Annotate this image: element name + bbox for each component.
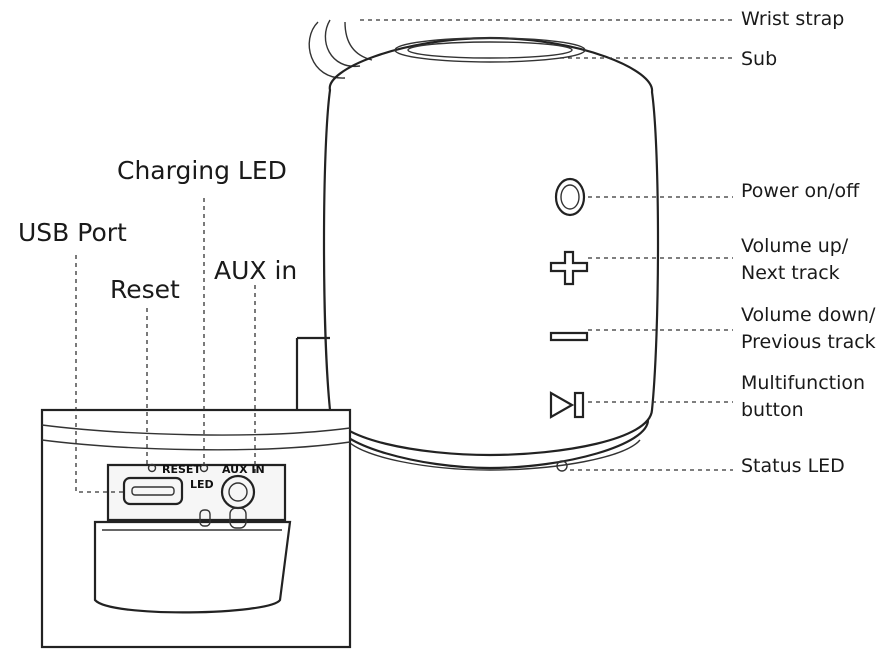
label-volume-down-line1: Volume down/ <box>741 304 876 326</box>
status-led-drawing <box>556 460 568 472</box>
reset-marking: RESET <box>162 463 201 476</box>
inset-port-panel: RESET LED AUX IN <box>40 408 352 649</box>
label-volume-up-line2: Next track <box>741 262 840 284</box>
label-wrist-strap: Wrist strap <box>741 8 845 30</box>
label-reset: Reset <box>110 275 180 304</box>
wrist-strap-drawing <box>308 19 373 79</box>
label-charging-led: Charging LED <box>117 156 287 185</box>
label-multifunction-line2: button <box>741 399 804 421</box>
led-marking: LED <box>190 478 214 491</box>
volume-down-button-drawing <box>549 331 589 342</box>
power-button-drawing <box>554 177 586 217</box>
label-sub: Sub <box>741 48 778 70</box>
volume-up-button-drawing <box>549 250 589 286</box>
label-usb-port: USB Port <box>18 218 127 247</box>
label-multifunction-line1: Multifunction <box>741 372 866 394</box>
aux-marking: AUX IN <box>222 463 265 476</box>
speaker-body-drawing <box>295 36 660 471</box>
label-power: Power on/off <box>741 180 860 202</box>
label-volume-down-line2: Previous track <box>741 331 876 353</box>
label-status-led: Status LED <box>741 455 845 477</box>
label-aux-in: AUX in <box>214 256 298 285</box>
multifunction-button-drawing <box>549 391 585 419</box>
label-volume-up-line1: Volume up/ <box>741 235 849 257</box>
